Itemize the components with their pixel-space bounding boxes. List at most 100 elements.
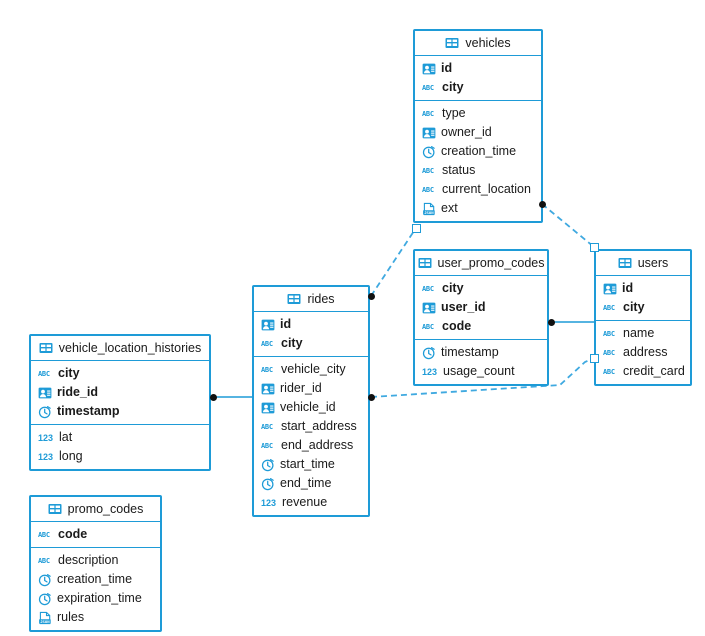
field-row-promo_codes-creation_time[interactable]: creation_time [31,570,160,589]
123-number-icon: 123 [422,366,438,377]
id-card-icon [422,126,436,140]
abc-string-icon: ABC [422,322,434,331]
field-row-rides-end_time[interactable]: end_time [254,474,368,493]
field-name: vehicle_id [280,400,336,415]
field-name: rules [57,610,85,625]
field-row-vehicles-owner_id[interactable]: owner_id [415,123,541,142]
entity-header-promo_codes[interactable]: promo_codes [31,497,160,522]
abc-string-icon: ABC [261,422,273,431]
entity-header-rides[interactable]: rides [254,287,368,312]
field-row-vehicles-creation_time[interactable]: creation_time [415,142,541,161]
field-row-vehicle_location_histories-timestamp[interactable]: timestamp [31,402,209,421]
field-row-rides-rider_id[interactable]: rider_id [254,379,368,398]
field-name: id [622,281,634,296]
clock-icon [422,145,436,159]
field-row-rides-id[interactable]: id [254,315,368,334]
entity-header-users[interactable]: users [596,251,690,276]
clock-icon [38,405,52,419]
field-row-user_promo_codes-timestamp[interactable]: timestamp [415,343,547,362]
field-name: lat [59,430,73,445]
id-card-icon [261,318,275,332]
field-name: city [623,300,645,315]
relationship-source-dot-rel-users-user_promo_codes [547,318,555,326]
id-card-icon [422,301,436,315]
field-row-vehicle_location_histories-ride_id[interactable]: ride_id [31,383,209,402]
id-card-icon [38,386,52,400]
abc-string-icon: ABC [38,530,50,539]
field-row-users-id[interactable]: id [596,279,690,298]
entity-header-vehicle_location_histories[interactable]: vehicle_location_histories [31,336,209,361]
field-row-rides-start_address[interactable]: ABC start_address [254,417,368,436]
field-name: timestamp [441,345,499,360]
field-row-vehicles-status[interactable]: ABC status [415,161,541,180]
abc-string-icon: ABC [261,365,273,374]
abc-string-icon: ABC [422,284,434,293]
123-number-icon: 123 [38,451,54,462]
entity-header-user_promo_codes[interactable]: user_promo_codes [415,251,547,276]
field-row-promo_codes-expiration_time[interactable]: expiration_time [31,589,160,608]
table-grid-icon [445,36,459,50]
clock-icon [261,458,275,472]
field-name: owner_id [441,125,492,140]
id-card-icon [261,382,275,396]
field-name: id [441,61,453,76]
field-row-rides-start_time[interactable]: start_time [254,455,368,474]
field-row-rides-vehicle_city[interactable]: ABC vehicle_city [254,360,368,379]
clock-icon [422,346,436,360]
field-name: creation_time [57,572,133,587]
entity-header-vehicles[interactable]: vehicles [415,31,541,56]
relationship-target-square-rel-vehicles-users [589,242,599,252]
field-name: vehicle_city [281,362,346,377]
field-name: start_address [281,419,357,434]
field-name: creation_time [441,144,517,159]
table-grid-icon [418,256,432,270]
field-name: type [442,106,466,121]
abc-string-icon: ABC [38,369,50,378]
field-name: expiration_time [57,591,142,606]
relationship-line-rel-rides-vehicles [370,227,417,297]
abc-string-icon: ABC [422,83,434,92]
field-name: current_location [442,182,531,197]
abc-string-icon: ABC [261,441,273,450]
field-name: user_id [441,300,486,315]
field-row-user_promo_codes-user_id[interactable]: user_id [415,298,547,317]
field-row-vehicles-id[interactable]: id [415,59,541,78]
id-card-icon [261,401,275,415]
field-name: status [442,163,476,178]
entity-title: promo_codes [67,501,144,516]
abc-string-icon: ABC [422,166,434,175]
table-grid-icon [618,256,632,270]
field-row-rides-vehicle_id[interactable]: vehicle_id [254,398,368,417]
abc-string-icon: ABC [261,339,273,348]
